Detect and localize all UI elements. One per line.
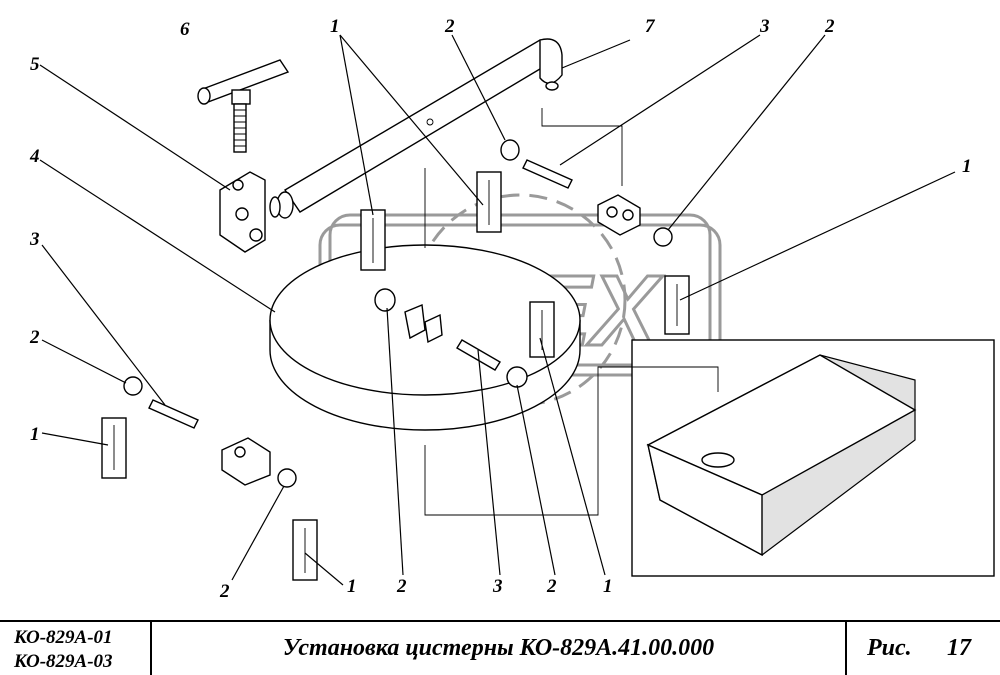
callout-2: 2	[219, 581, 230, 602]
callout-7: 7	[645, 16, 656, 37]
figure-number: 17	[947, 635, 971, 661]
callout-4: 4	[29, 146, 40, 167]
part-disc	[269, 244, 581, 431]
drawing-title: Установка цистерны КО-829А.41.00.000	[152, 622, 847, 675]
callout-6: 6	[180, 19, 190, 40]
title-block: КО-829А-01 КО-829А-03 Установка цистерны…	[0, 620, 1000, 675]
callout-3: 3	[492, 576, 503, 597]
part-bracket-upper	[219, 171, 266, 253]
callout-1: 1	[330, 16, 340, 37]
callout-1: 1	[603, 576, 613, 597]
figure-label: Рис. 17	[847, 622, 1000, 675]
part-rod	[269, 38, 563, 219]
cotter-pins	[101, 171, 690, 581]
assembly-arrows	[424, 108, 719, 516]
callout-2: 2	[29, 327, 40, 348]
callout-1: 1	[962, 156, 972, 177]
callout-1: 1	[30, 424, 40, 445]
washers	[123, 139, 673, 488]
figure-prefix: Рис.	[867, 635, 912, 661]
model-2: КО-829А-03	[14, 651, 113, 672]
leader-lines	[39, 34, 956, 586]
part-bracket-lower	[221, 437, 271, 486]
model-1: КО-829А-01	[14, 627, 113, 648]
tank-inset	[631, 339, 995, 577]
callout-1: 1	[347, 576, 357, 597]
part-clip-upper	[597, 194, 641, 236]
callout-2: 2	[396, 576, 407, 597]
callout-3: 3	[759, 16, 770, 37]
callout-2: 2	[824, 16, 835, 37]
callout-labels: 1 1 1 1 1 2 2 2 2 2 2 3 3 3 4 5 6 7	[29, 16, 972, 602]
callout-5: 5	[30, 54, 40, 75]
callout-2: 2	[546, 576, 557, 597]
callout-3: 3	[29, 229, 40, 250]
assembly-drawing: OPEX	[29, 16, 995, 602]
model-numbers: КО-829А-01 КО-829А-03	[0, 622, 152, 675]
callout-2: 2	[444, 16, 455, 37]
part-t-bolt	[197, 59, 290, 153]
pins	[148, 159, 573, 429]
